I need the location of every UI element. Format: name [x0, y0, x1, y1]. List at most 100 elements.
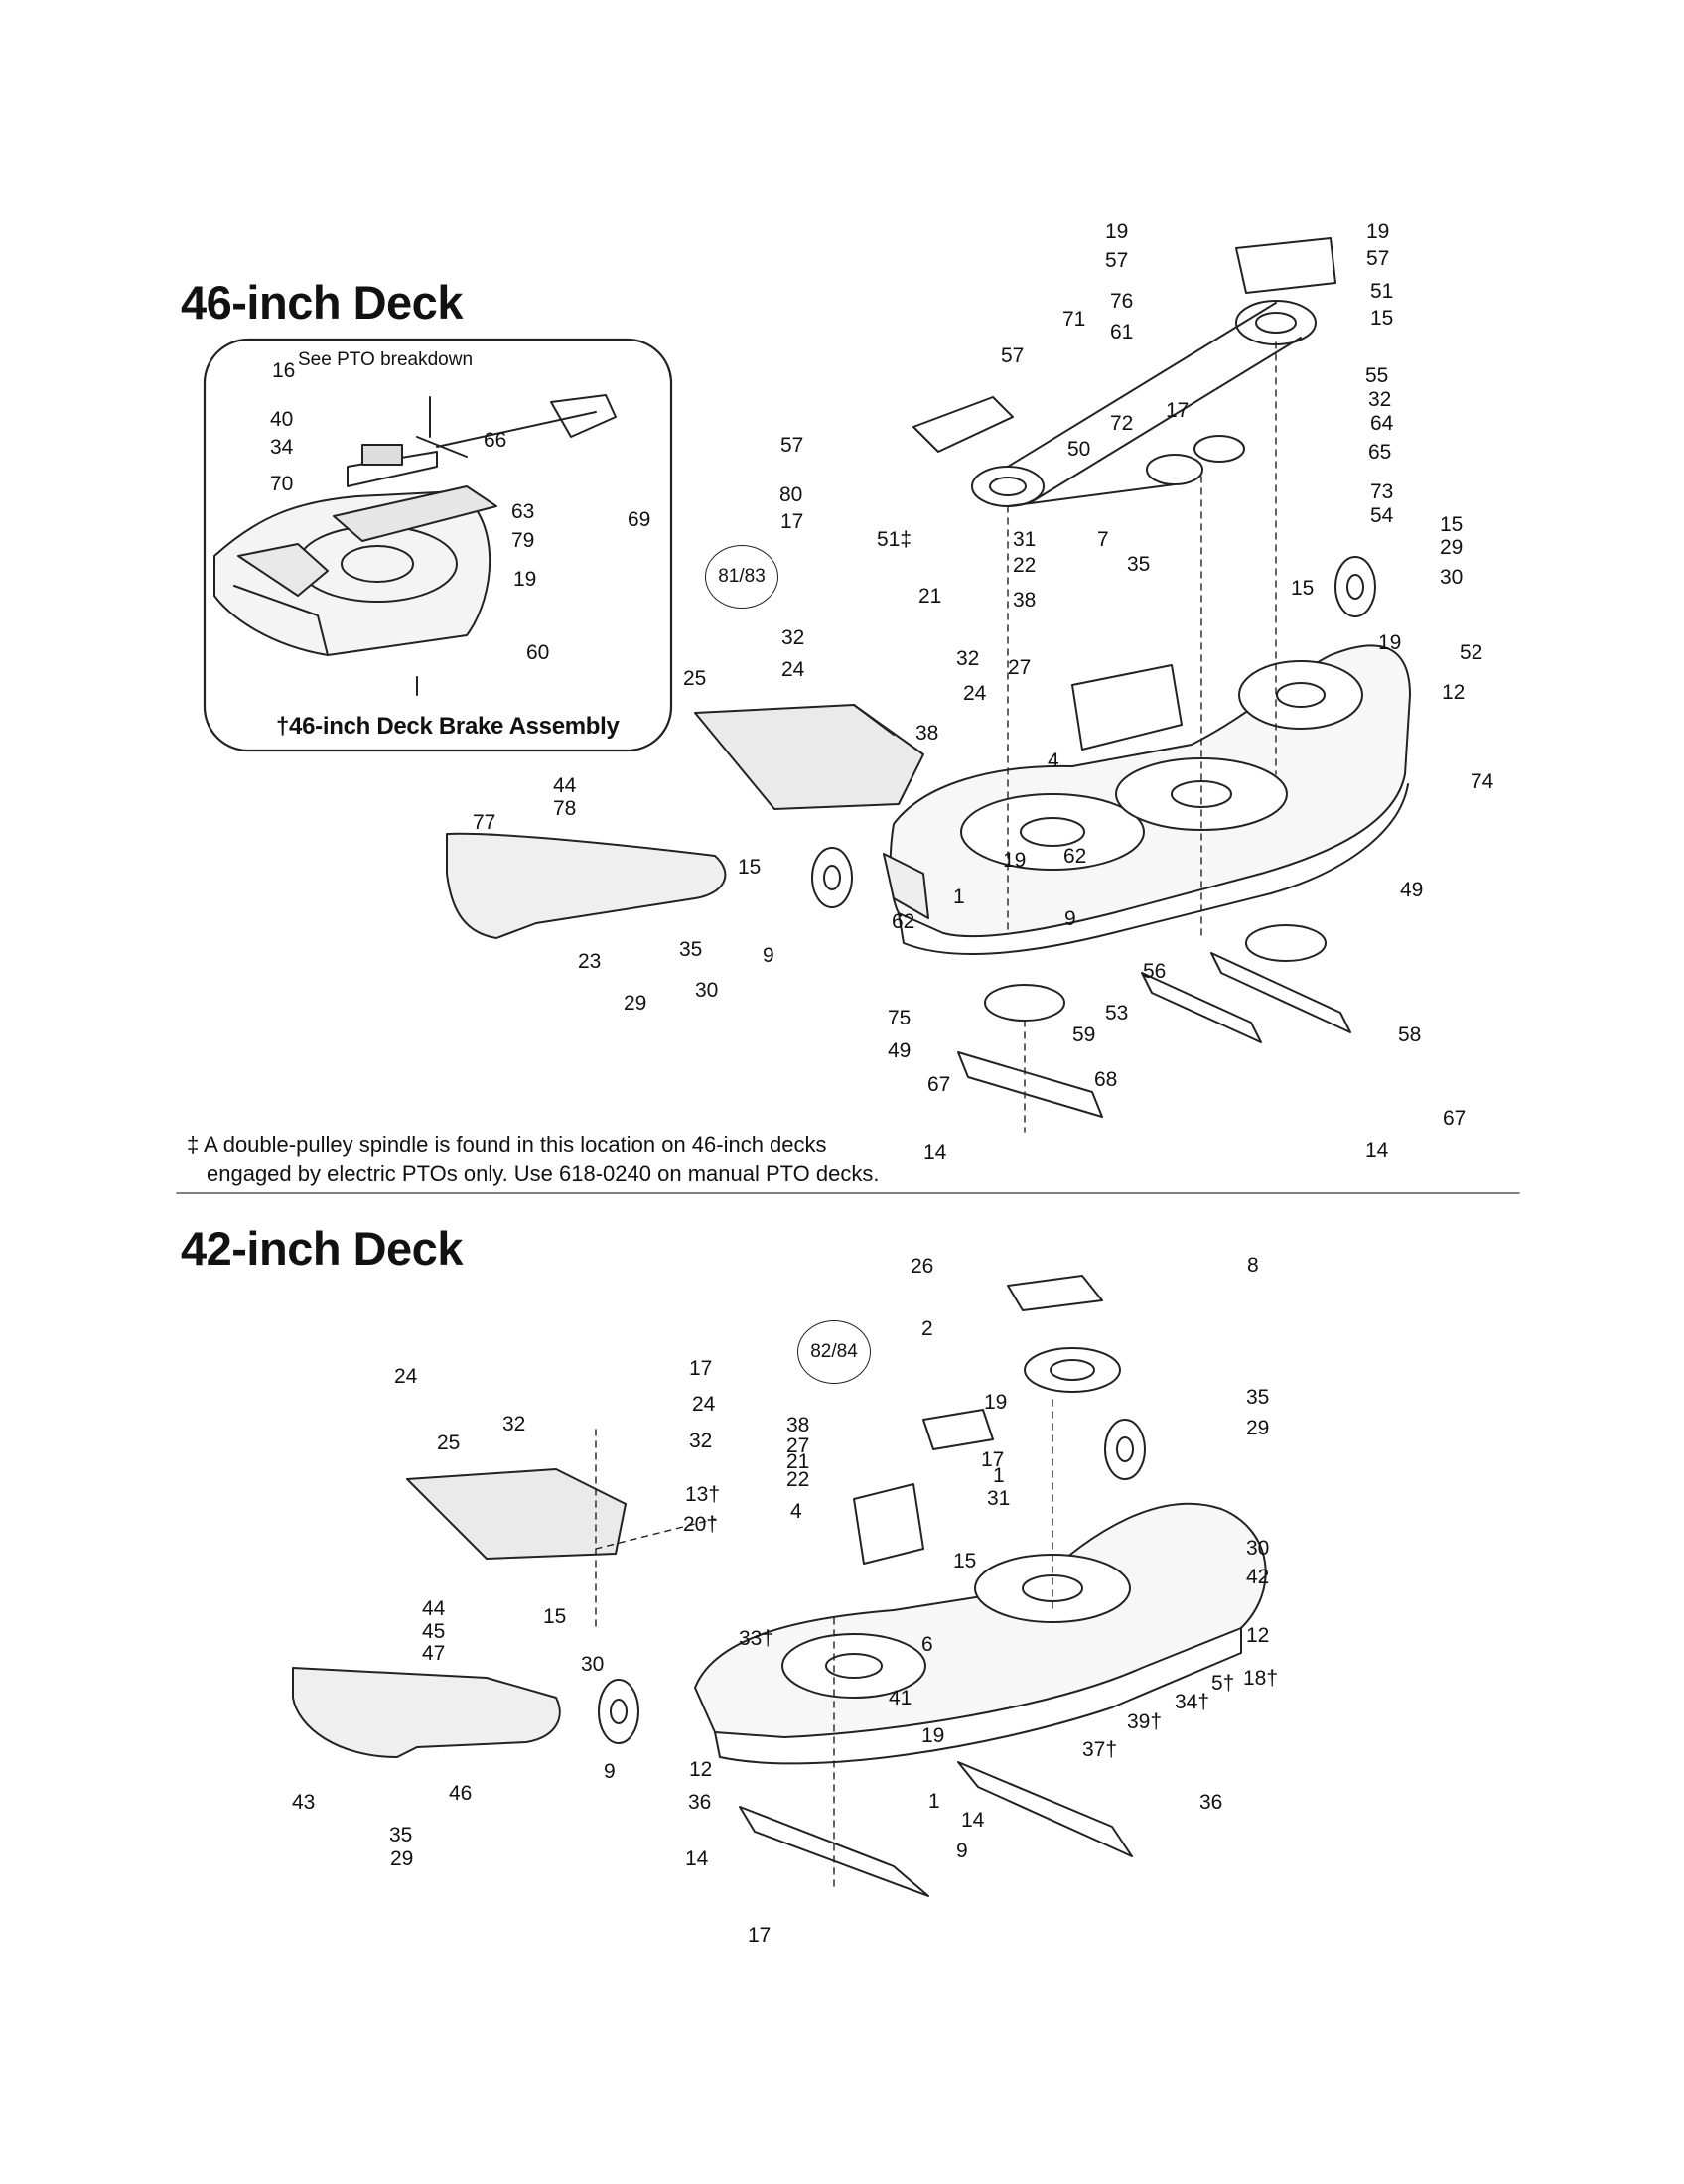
deck-46-part-callout: 9 — [1064, 907, 1076, 930]
deck-42-part-callout: 2 — [921, 1317, 933, 1340]
deck-46-part-callout: 24 — [781, 658, 805, 681]
footnote-line-2: engaged by electric PTOs only. Use 618-0… — [207, 1161, 880, 1186]
brake-assembly-caption: †46-inch Deck Brake Assembly — [276, 713, 620, 740]
deck-46-part-callout: 78 — [553, 797, 577, 820]
deck-42-part-callout: 4 — [790, 1500, 802, 1523]
deck-42-part-callout: 32 — [689, 1430, 713, 1452]
footnote: ‡ A double-pulley spindle is found in th… — [187, 1130, 880, 1189]
deck-42-part-callout: 9 — [956, 1840, 968, 1862]
deck-42-part-callout: 47 — [422, 1642, 446, 1665]
deck-42-part-callout: 12 — [689, 1758, 713, 1781]
deck-42-part-callout: 39† — [1127, 1710, 1163, 1733]
reference-circle-81-83: 81/83 — [705, 545, 778, 609]
deck-42-title: 42-inch Deck — [181, 1222, 463, 1275]
deck-46-part-callout: 38 — [915, 722, 939, 745]
deck-42-part-callout: 22 — [786, 1468, 810, 1491]
deck-46-part-callout: 35 — [679, 938, 703, 961]
deck-42-part-callout: 12 — [1246, 1624, 1270, 1647]
deck-46-part-callout: 19 — [1378, 631, 1402, 654]
deck-42-part-callout: 32 — [502, 1413, 526, 1435]
deck-46-part-callout: 73 — [1370, 480, 1394, 503]
deck-46-part-callout: 14 — [923, 1141, 947, 1163]
deck-46-part-callout: 61 — [1110, 321, 1134, 343]
deck-46-part-callout: 80 — [779, 483, 803, 506]
deck-46-part-callout: 68 — [1094, 1068, 1118, 1091]
deck-46-part-callout: 32 — [956, 647, 980, 670]
deck-42-part-callout: 46 — [449, 1782, 473, 1805]
deck-46-part-callout: 71 — [1062, 308, 1086, 331]
deck-46-part-callout: 59 — [1072, 1024, 1096, 1046]
deck-46-part-callout: 14 — [1365, 1139, 1389, 1161]
footnote-line-1: ‡ A double-pulley spindle is found in th… — [187, 1132, 827, 1157]
deck-46-part-callout: 32 — [781, 626, 805, 649]
deck-42-part-callout: 45 — [422, 1620, 446, 1643]
deck-42-part-callout: 35 — [1246, 1386, 1270, 1409]
deck-42-part-callout: 29 — [1246, 1417, 1270, 1439]
deck-42-part-callout: 21 — [786, 1450, 810, 1473]
deck-42-part-callout: 34† — [1175, 1691, 1210, 1713]
deck-42-part-callout: 13† — [685, 1483, 721, 1506]
deck-46-part-callout: 9 — [763, 944, 774, 967]
deck-46-part-callout: 49 — [888, 1039, 912, 1062]
deck-42-part-callout: 20† — [683, 1513, 719, 1536]
deck-46-part-callout: 57 — [1001, 344, 1025, 367]
deck-46-part-callout: 17 — [1166, 399, 1190, 422]
deck-46-part-callout: 27 — [1008, 656, 1032, 679]
deck-42-part-callout: 14 — [685, 1847, 709, 1870]
deck-46-part-callout: 38 — [1013, 589, 1037, 612]
deck-46-part-callout: 31 — [1013, 528, 1037, 551]
deck-46-part-callout: 1 — [953, 886, 965, 908]
deck-46-part-callout: 75 — [888, 1007, 912, 1029]
deck-42-part-callout: 19 — [921, 1724, 945, 1747]
deck-42-part-callout: 38 — [786, 1414, 810, 1436]
deck-46-part-callout: 60 — [526, 641, 550, 664]
deck-46-part-callout: 57 — [780, 434, 804, 457]
deck-42-part-callout: 43 — [292, 1791, 316, 1814]
deck-46-part-callout: 65 — [1368, 441, 1392, 464]
deck-46-part-callout: 54 — [1370, 504, 1394, 527]
deck-42-part-callout: 36 — [688, 1791, 712, 1814]
deck-42-part-callout: 17 — [981, 1448, 1005, 1471]
deck-46-part-callout: 63 — [511, 500, 535, 523]
deck-46-part-callout: 34 — [270, 436, 294, 459]
deck-46-part-callout: 56 — [1143, 960, 1167, 983]
deck-42-part-callout: 37† — [1082, 1738, 1118, 1761]
deck-46-part-callout: 69 — [628, 508, 651, 531]
deck-42-part-callout: 33† — [739, 1627, 774, 1650]
deck-46-part-callout: 24 — [963, 682, 987, 705]
deck-46-part-callout: 16 — [272, 359, 296, 382]
deck-42-part-callout: 44 — [422, 1597, 446, 1620]
deck-42-part-callout: 24 — [692, 1393, 716, 1416]
deck-42-part-callout: 9 — [604, 1760, 616, 1783]
brake-assembly-inset — [203, 338, 673, 752]
deck-46-part-callout: 55 — [1365, 364, 1389, 387]
deck-46-part-callout: 58 — [1398, 1024, 1422, 1046]
deck-46-part-callout: 30 — [1440, 566, 1464, 589]
deck-42-part-callout: 17 — [689, 1357, 713, 1380]
deck-42-part-callout: 27 — [786, 1434, 810, 1457]
deck-46-part-callout: 21 — [918, 585, 942, 608]
deck-46-part-callout: 64 — [1370, 412, 1394, 435]
deck-42-part-callout: 18† — [1243, 1667, 1279, 1690]
deck-46-part-callout: 19 — [1003, 849, 1027, 872]
deck-46-part-callout: 52 — [1460, 641, 1483, 664]
deck-42-part-callout: 29 — [390, 1847, 414, 1870]
deck-42-part-callout: 1 — [928, 1790, 940, 1813]
deck-46-part-callout: 19 — [1366, 220, 1390, 243]
deck-46-part-callout: 19 — [1105, 220, 1129, 243]
deck-42-drawing — [292, 1275, 1267, 1897]
deck-42-part-callout: 30 — [1246, 1537, 1270, 1560]
deck-46-part-callout: 7 — [1097, 528, 1109, 551]
deck-46-part-callout: 4 — [1048, 750, 1059, 772]
deck-42-part-callout: 14 — [961, 1809, 985, 1832]
deck-46-part-callout: 22 — [1013, 554, 1037, 577]
deck-42-part-callout: 8 — [1247, 1254, 1259, 1277]
deck-46-part-callout: 25 — [683, 667, 707, 690]
deck-46-part-callout: 53 — [1105, 1002, 1129, 1024]
deck-46-part-callout: 15 — [738, 856, 762, 879]
deck-46-part-callout: 77 — [473, 811, 496, 834]
deck-42-part-callout: 6 — [921, 1633, 933, 1656]
deck-42-part-callout: 15 — [953, 1550, 977, 1572]
